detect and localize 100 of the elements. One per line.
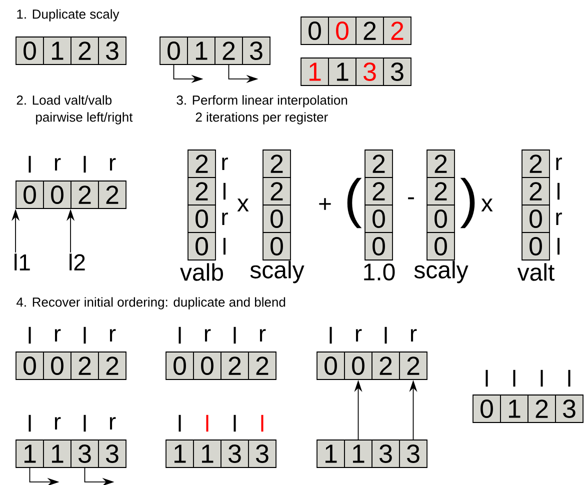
operator-sign: - [408,197,414,200]
register-cell: 3 [555,394,584,423]
lane-letter: l [28,326,31,344]
lane-letter: l [224,182,226,200]
register-cell: 2 [70,352,99,380]
register-cell: 2 [70,36,99,65]
register-cell: 3 [98,36,126,65]
lane-letter: l [486,370,488,387]
register-cell: 2 [426,177,455,206]
register-cell: 1 [43,440,72,468]
lane-letter: l [330,326,332,344]
register-cell: 0 [328,16,356,45]
register-cell: 2 [214,36,243,65]
register-cell: 2 [98,352,126,380]
register-cell: 3 [399,440,428,468]
lane-letter: r [54,417,61,430]
lane-letter: l [84,156,86,173]
register-cell: 0 [522,232,550,260]
lane-letter: l [178,326,181,344]
register-cell: 2 [522,177,550,206]
register-cell: 1 [500,394,528,423]
lane-letter: l [558,182,560,200]
register-cell: 3 [383,58,412,86]
register-cell: 2 [522,150,550,178]
lane-letter: l [234,326,236,344]
lane-letter: r [110,329,116,342]
register-cell: 3 [248,440,276,468]
register-cell: 0 [262,232,291,260]
lane-letter: l [234,414,236,432]
lane-letter: l [558,238,560,255]
register-cell: 0 [522,204,550,233]
register-cell: 1 [328,58,356,86]
step-heading: 2. Load valt/valb pairwise left/right [16,95,133,124]
register-cell: 0 [426,204,455,233]
register-cell: 0 [43,352,72,380]
register-cell: 2 [356,16,384,45]
lane-letter: r [356,329,362,342]
register-cell: 0 [43,180,72,209]
operator-sign: + [319,198,331,210]
register-cell: 0 [193,352,222,380]
lane-letter: l [84,326,86,344]
register-cell: 0 [188,204,216,233]
lane-letter: r [556,212,562,225]
register-cell: 1 [344,440,372,468]
register-cell: 2 [70,180,99,209]
register-cell: 1 [187,36,216,65]
register-cell: 0 [472,394,501,423]
register-cell: 1 [193,440,222,468]
lane-letter: l [261,414,264,432]
register-cell: 0 [316,352,345,380]
lane-letter: l [206,414,208,432]
register-cell: 2 [188,177,216,206]
operator-sign: x [237,198,249,212]
register-cell: 1 [16,440,44,468]
operator-sign: x [481,198,493,212]
register-cell: 1 [300,58,329,86]
lane-letter: r [54,158,61,170]
register-cell: 0 [16,180,44,209]
register-cell: 3 [98,440,126,468]
operand-name: scaly [414,260,468,284]
register-cell: 0 [16,36,44,65]
register-cell: 3 [70,440,99,468]
operand-name: scaly [250,260,304,284]
register-cell: 2 [383,16,412,45]
register-cell: 2 [364,177,393,206]
step-heading: 1. Duplicate scaly [17,9,120,22]
lane-letter: r [110,417,116,430]
register-cell: 0 [364,204,393,233]
lane-letter: r [222,212,228,225]
lane-letter: r [556,158,562,170]
lane-letter: r [110,158,116,170]
register-cell: 2 [262,177,291,206]
register-cell: 0 [160,36,188,65]
lane-letter: l [28,414,31,432]
register-cell: 0 [300,16,329,45]
lane-letter: l [540,370,543,387]
pointer-label: l2 [70,254,85,270]
lane-letter: l [84,414,86,432]
register-cell: 1 [316,440,345,468]
lane-letter: r [260,329,266,342]
register-cell: 2 [248,352,276,380]
register-cell: 0 [166,352,194,380]
register-cell: 2 [528,394,556,423]
register-cell: 3 [242,36,270,65]
register-cell: 2 [98,180,126,209]
register-cell: 3 [372,440,400,468]
step-heading: 3. Perform linear interpolation 2 iterations per register [176,95,348,124]
operand-name: 1.0 [364,264,395,280]
operand-name: valt [517,263,554,281]
register-cell: 1 [43,36,72,65]
register-cell: 2 [220,352,249,380]
register-cell: 2 [426,150,455,178]
lane-letter: r [54,329,61,342]
register-cell: 2 [262,150,291,178]
register-cell: 0 [344,352,372,380]
register-cell: 0 [16,352,44,380]
lane-letter: l [178,414,181,432]
register-cell: 3 [220,440,249,468]
lane-letter: l [513,370,516,387]
register-cell: 2 [372,352,400,380]
